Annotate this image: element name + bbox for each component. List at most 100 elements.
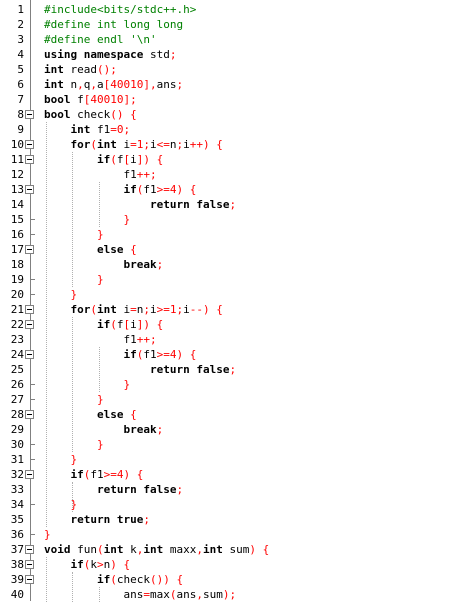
code-token	[44, 408, 97, 421]
code-token: int	[44, 63, 64, 76]
code-line[interactable]: return true;	[44, 512, 151, 527]
code-line[interactable]: bool check() {	[44, 107, 137, 122]
code-token: --)	[189, 303, 210, 316]
fold-collapse-icon[interactable]	[25, 320, 34, 329]
fold-collapse-icon[interactable]	[25, 410, 34, 419]
code-token: ();	[97, 63, 117, 76]
fold-collapse-icon[interactable]	[25, 575, 34, 584]
code-token: (	[136, 183, 144, 196]
fold-collapse-icon[interactable]	[25, 305, 34, 314]
fold-collapse-icon[interactable]	[25, 155, 34, 164]
code-line[interactable]: }	[44, 497, 78, 512]
code-token: i	[116, 138, 131, 151]
code-token: (	[83, 468, 91, 481]
code-line[interactable]: if(f1>=4) {	[44, 467, 144, 482]
fold-collapse-icon[interactable]	[25, 140, 34, 149]
code-token	[44, 303, 71, 316]
code-token: f1	[44, 168, 137, 181]
code-token: break	[123, 258, 157, 271]
code-line[interactable]: using namespace std;	[44, 47, 176, 62]
fold-end-marker	[30, 504, 35, 505]
code-token	[150, 318, 157, 331]
code-token: int	[143, 543, 164, 556]
code-line[interactable]: void fun(int k,int maxx,int sum) {	[44, 542, 269, 557]
code-line[interactable]: break;	[44, 257, 163, 272]
code-line[interactable]: int read();	[44, 62, 117, 77]
code-token: (	[90, 138, 97, 151]
code-token: ,	[90, 78, 97, 91]
fold-collapse-icon[interactable]	[25, 350, 34, 359]
code-token: check	[116, 573, 150, 586]
code-line[interactable]: return false;	[44, 362, 236, 377]
code-token: return	[70, 513, 111, 526]
fold-collapse-icon[interactable]	[25, 245, 34, 254]
code-line[interactable]: if(f1>=4) {	[44, 347, 196, 362]
fold-collapse-icon[interactable]	[25, 545, 34, 554]
code-line[interactable]: int n,q,a[40010],ans;	[44, 77, 183, 92]
fold-collapse-icon[interactable]	[25, 560, 34, 569]
code-token: n	[63, 78, 78, 91]
code-line[interactable]: return false;	[44, 197, 236, 212]
line-number: 8	[17, 108, 24, 121]
code-token: (	[110, 153, 117, 166]
code-line[interactable]: if(k>n) {	[44, 557, 131, 572]
code-token: [	[123, 153, 131, 166]
code-area[interactable]: #include<bits/stdc++.h>#define int long …	[44, 0, 456, 602]
code-line[interactable]: if(f1>=4) {	[44, 182, 196, 197]
code-token: sum	[222, 543, 250, 556]
code-token	[44, 498, 71, 511]
code-line[interactable]: for(int i=n;i>=1;i--) {	[44, 302, 223, 317]
code-line[interactable]: else {	[44, 242, 137, 257]
code-token: {	[176, 573, 184, 586]
code-line[interactable]: }	[44, 272, 104, 287]
fold-collapse-icon[interactable]	[25, 470, 34, 479]
code-token: }	[96, 228, 104, 241]
code-line[interactable]: f1++;	[44, 332, 156, 347]
code-line[interactable]: }	[44, 452, 78, 467]
fold-end-marker	[30, 534, 35, 535]
code-token: #include<bits/stdc++.h>	[44, 3, 197, 16]
code-token: ])	[136, 153, 150, 166]
code-token: )	[176, 183, 184, 196]
code-line[interactable]: }	[44, 437, 104, 452]
fold-collapse-icon[interactable]	[25, 185, 34, 194]
code-line[interactable]: if(f[i]) {	[44, 317, 163, 332]
code-token: ;	[229, 198, 237, 211]
code-token: }	[44, 528, 51, 541]
fold-collapse-icon[interactable]	[25, 110, 34, 119]
code-token: }	[123, 378, 131, 391]
line-number: 17	[10, 243, 24, 256]
code-token: );	[222, 588, 237, 601]
code-token: 40010	[110, 78, 144, 91]
code-line[interactable]: else {	[44, 407, 137, 422]
line-number: 7	[17, 93, 24, 106]
code-token: ;	[143, 138, 150, 151]
code-token: else	[96, 408, 124, 421]
code-line[interactable]: }	[44, 287, 78, 302]
code-token: ;	[176, 78, 184, 91]
code-line[interactable]: }	[44, 377, 130, 392]
code-line[interactable]: return false;	[44, 482, 183, 497]
code-line[interactable]: f1++;	[44, 167, 156, 182]
code-line[interactable]: ans=max(ans,sum);	[44, 587, 236, 602]
code-line[interactable]: break;	[44, 422, 163, 437]
code-line[interactable]: if(f[i]) {	[44, 152, 163, 167]
code-line[interactable]: }	[44, 212, 130, 227]
code-token: }	[96, 393, 104, 406]
code-token: k	[90, 558, 97, 571]
code-line[interactable]: }	[44, 227, 104, 242]
code-token: [	[83, 93, 91, 106]
code-line[interactable]: #include<bits/stdc++.h>	[44, 2, 196, 17]
code-line[interactable]: #define endl '\n'	[44, 32, 157, 47]
code-line[interactable]: int f1=0;	[44, 122, 131, 137]
code-line[interactable]: #define int long long	[44, 17, 183, 32]
code-line[interactable]: }	[44, 527, 51, 542]
line-number: 31	[10, 453, 24, 466]
code-line[interactable]: }	[44, 392, 104, 407]
line-number: 26	[10, 378, 24, 391]
code-line[interactable]: bool f[40010];	[44, 92, 137, 107]
code-line[interactable]: for(int i=1;i<=n;i++) {	[44, 137, 223, 152]
code-line[interactable]: if(check()) {	[44, 572, 183, 587]
code-token	[150, 153, 157, 166]
